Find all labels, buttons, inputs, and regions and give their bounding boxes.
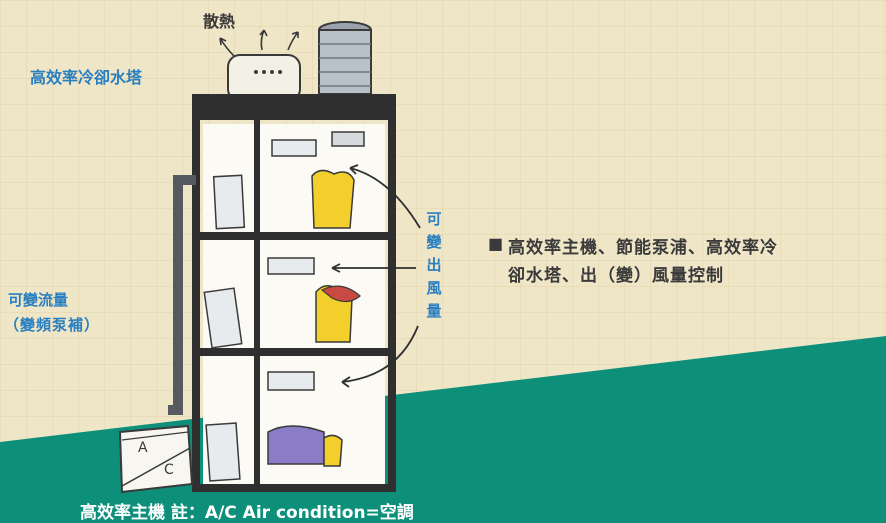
bullet-marker: ■	[488, 234, 504, 253]
variable-air-volume-label: 可 變 出 風 量	[424, 208, 444, 323]
variable-flow-note: （變頻泵補）	[4, 316, 101, 334]
air-char-4: 風	[426, 279, 442, 297]
footer-caption: 高效率主機 註：A/C Air condition=空調	[80, 503, 414, 523]
pipe-riser	[254, 120, 260, 490]
external-pipe	[168, 175, 196, 415]
air-char-3: 出	[426, 256, 442, 274]
cooling-tower-label: 高效率冷卻水塔	[30, 68, 143, 87]
chiller-ac-top: A	[138, 440, 148, 456]
heat-arrows	[219, 29, 299, 57]
chiller-unit	[118, 424, 194, 494]
chiller-ac-bottom: C	[164, 462, 174, 478]
feature-list-line-1: 高效率主機、節能泵浦、高效率冷	[508, 238, 778, 258]
airflow-arrows	[331, 164, 421, 388]
variable-flow-label: 可變流量	[8, 291, 69, 309]
air-handlers	[203, 131, 365, 482]
air-char-5: 量	[426, 302, 442, 320]
heat-label: 散熱	[203, 12, 236, 31]
air-char-1: 可	[426, 210, 442, 228]
water-tank	[318, 21, 372, 109]
feature-list-line-2: 卻水塔、出（變）風量控制	[508, 266, 724, 286]
building-frame	[192, 94, 396, 492]
roof-slab	[200, 102, 388, 120]
air-char-2: 變	[426, 233, 442, 251]
characters	[267, 169, 361, 467]
